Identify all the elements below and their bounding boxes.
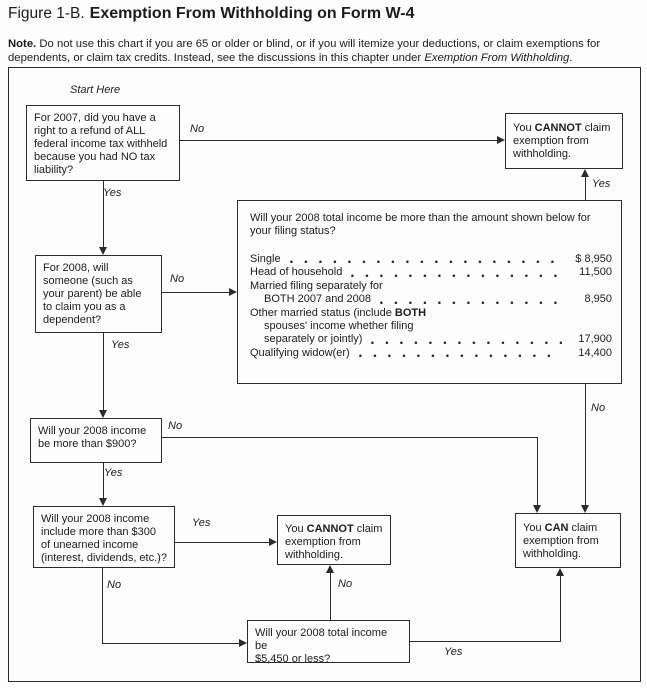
- page-title: Figure 1-B.Exemption From Withholding on…: [8, 5, 415, 23]
- start-here-label: Start Here: [70, 84, 121, 96]
- arrowhead-icon: [229, 287, 237, 296]
- flowchart-frame: [8, 67, 641, 682]
- arrowhead-icon: [580, 505, 589, 513]
- connector-line: [180, 140, 498, 141]
- filing-status-amount: 17,900: [578, 333, 612, 346]
- cannot-claim-mid-box: You CANNOT claim exemption from withhold…: [277, 515, 391, 565]
- question-refund-2007-box: For 2007, did you have a right to a refu…: [26, 105, 180, 181]
- connector-line: [162, 292, 230, 293]
- filing-status-amount: 11,500: [579, 266, 612, 279]
- question-dependent-box: For 2008, will someone (such as your par…: [35, 255, 162, 333]
- arrowhead-icon: [98, 410, 107, 418]
- cannot-claim-top-box: You CANNOT claim exemption from withhold…: [505, 113, 623, 169]
- edge-label-unearned-yes: Yes: [192, 517, 211, 529]
- filing-status-row: Married filing separately for: [250, 279, 383, 292]
- edge-label-unearned-no: No: [107, 579, 122, 591]
- edge-label-refund-no: No: [190, 123, 205, 135]
- arrowhead-icon: [325, 565, 334, 573]
- dot-leader: [351, 273, 562, 278]
- arrowhead-icon: [269, 537, 277, 546]
- question-income-900-box: Will your 2008 income be more than $900?: [30, 418, 162, 463]
- arrowhead-icon: [555, 568, 564, 576]
- filing-status-amount: 8,950: [584, 293, 612, 306]
- filing-status-row: separately or jointly)17,900: [264, 333, 612, 346]
- can-claim-box: You CAN claim exemption from withholding…: [515, 513, 621, 568]
- dot-leader: [380, 300, 562, 305]
- connector-line: [102, 568, 103, 644]
- filing-status-amount: 14,400: [578, 346, 612, 359]
- dot-leader: [289, 260, 562, 265]
- arrowhead-icon: [98, 247, 107, 255]
- income-table-heading: Will your 2008 total income be more than…: [250, 212, 591, 237]
- connector-line: [330, 573, 331, 620]
- connector-line: [162, 437, 538, 438]
- note-text: Note. Do not use this chart if you are 6…: [8, 38, 601, 64]
- arrowhead-icon: [532, 505, 541, 513]
- filing-status-amount: $ 8,950: [575, 253, 612, 265]
- question-total-income-5450-box: Will your 2008 total income be $5,450 or…: [247, 620, 410, 665]
- figure-number: Figure 1-B.: [8, 5, 85, 22]
- filing-status-row: Single$ 8,950: [250, 253, 612, 265]
- edge-label-dependent-yes: Yes: [111, 339, 130, 351]
- connector-line: [537, 437, 538, 506]
- edge-label-total5450-no: No: [338, 578, 353, 590]
- arrowhead-icon: [98, 498, 107, 506]
- connector-line: [103, 181, 104, 248]
- edge-label-refund-yes: Yes: [103, 187, 122, 199]
- edge-label-income900-no: No: [168, 420, 183, 432]
- dot-leader: [358, 354, 562, 359]
- connector-line: [585, 384, 586, 506]
- edge-label-dependent-no: No: [170, 273, 185, 285]
- filing-status-row: spouses' income whether filing: [264, 320, 414, 333]
- connector-line: [560, 576, 561, 642]
- income-table-box: Will your 2008 total income be more than…: [237, 200, 622, 384]
- arrowhead-icon: [580, 169, 589, 177]
- edge-label-income900-yes: Yes: [104, 467, 123, 479]
- note-label: Note.: [8, 38, 37, 50]
- figure-title: Exemption From Withholding on Form W-4: [89, 5, 415, 22]
- question-unearned-income-box: Will your 2008 income include more than …: [33, 506, 175, 568]
- connector-line: [585, 177, 586, 201]
- filing-status-row: Qualifying widow(er)14,400: [250, 346, 612, 359]
- arrowhead-icon: [497, 135, 505, 144]
- edge-label-table-no: No: [591, 402, 606, 414]
- edge-label-table-yes: Yes: [592, 178, 611, 190]
- arrowhead-icon: [239, 638, 247, 647]
- edge-label-total5450-yes: Yes: [444, 646, 463, 658]
- connector-line: [103, 463, 104, 499]
- dot-leader: [371, 340, 562, 345]
- connector-line: [175, 542, 270, 543]
- connector-line: [410, 641, 561, 642]
- filing-status-row: Other married status (include BOTH: [250, 306, 427, 319]
- connector-line: [102, 643, 240, 644]
- connector-line: [103, 333, 104, 411]
